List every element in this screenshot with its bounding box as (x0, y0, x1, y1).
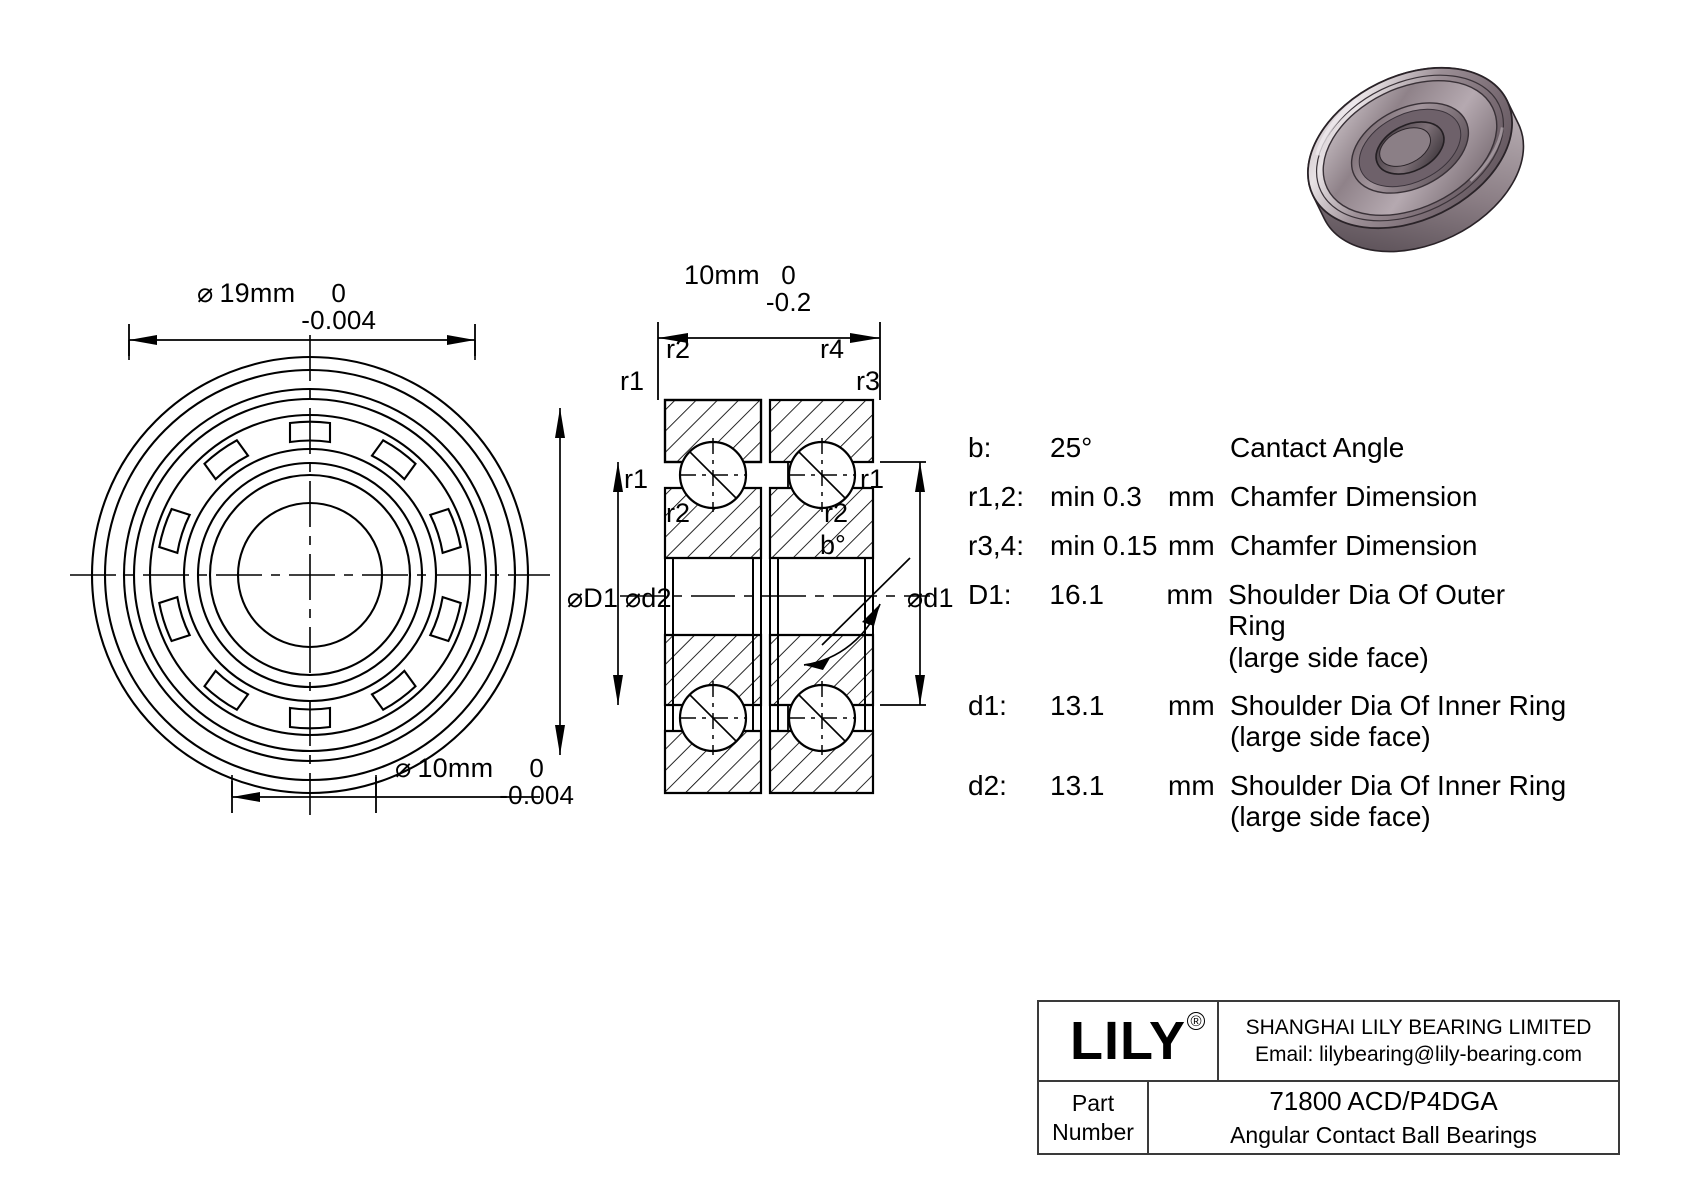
part-number-label: Part Number (1039, 1082, 1149, 1153)
chamfer-label-r3-upper-right: r3 (856, 366, 881, 396)
specification-table: b: 25° Cantact Angle r1,2: min 0.3 mm Ch… (968, 432, 1568, 850)
bore-dia-value: 10mm (417, 753, 494, 783)
chamfer-label-r1-lower-left: r1 (624, 464, 649, 494)
company-email: Email: lilybearing@lily-bearing.com (1254, 1043, 1583, 1066)
outer-dia-tol-lower: -0.004 (301, 305, 377, 336)
spec-unit: mm (1168, 690, 1215, 722)
spec-row: D1: 16.1 mm Shoulder Dia Of Outer Ring (… (968, 579, 1568, 673)
spec-description: Shoulder Dia Of Outer Ring (1228, 579, 1506, 642)
spec-unit: mm (1168, 530, 1215, 561)
dia-symbol-d1: ⌀ (906, 583, 924, 613)
contact-angle-arc (803, 557, 911, 670)
dia-symbol-d2: ⌀ (624, 583, 642, 613)
company-logo: LILY ® (1039, 1002, 1219, 1080)
registered-trademark-icon: ® (1187, 1012, 1206, 1030)
spec-description-sub: (large side face) (1230, 801, 1431, 833)
spec-row: d2: 13.1 mm Shoulder Dia Of Inner Ring (… (968, 770, 1568, 833)
front-view (70, 335, 550, 815)
spec-value: 25° (1050, 432, 1093, 463)
spec-description: Cantact Angle (1230, 432, 1405, 463)
spec-description: Shoulder Dia Of Inner Ring (1230, 690, 1567, 722)
label-d1: d1 (923, 583, 954, 613)
contact-angle-label: b° (820, 530, 846, 560)
bore-diameter-label: ⌀ 10mm 0 -0.004 (395, 753, 575, 811)
spec-description-sub: (large side face) (1230, 721, 1431, 753)
spec-row: r1,2: min 0.3 mm Chamfer Dimension (968, 481, 1568, 513)
cage-pockets (158, 420, 462, 730)
spec-value: 13.1 (1050, 690, 1105, 722)
dia-symbol-D1: ⌀ (566, 583, 584, 613)
width-dimension-line (657, 322, 881, 400)
spec-description: Chamfer Dimension (1230, 481, 1478, 512)
outer-dia-value: 19mm (219, 278, 296, 308)
inner-shoulder-dia-d2-label: ⌀d2 (594, 558, 672, 639)
spec-row: r3,4: min 0.15 mm Chamfer Dimension (968, 530, 1568, 562)
spec-description: Chamfer Dimension (1230, 530, 1478, 561)
part-label-line1: Part (1071, 1090, 1115, 1117)
chamfer-label-r1-lower-right: r1 (860, 464, 885, 494)
spec-unit: mm (1168, 769, 1215, 801)
spec-symbol: b: (968, 432, 992, 463)
bore-diameter-dimension-line (231, 775, 540, 813)
width-tol-upper: 0 (781, 260, 796, 290)
company-name: SHANGHAI LILY BEARING LIMITED (1245, 1015, 1592, 1039)
spec-value: min 0.15 (1050, 530, 1158, 561)
spec-value: 13.1 (1050, 769, 1105, 801)
label-D1: D1 (583, 583, 619, 613)
logo-text: LILY (1069, 1011, 1187, 1071)
spec-row: b: 25° Cantact Angle (968, 432, 1568, 464)
product-type: Angular Contact Ball Bearings (1230, 1121, 1537, 1148)
spec-symbol: D1: (968, 579, 1012, 610)
spec-symbol: r3,4: (968, 530, 1025, 561)
title-block: LILY ® SHANGHAI LILY BEARING LIMITED Ema… (1037, 1000, 1620, 1155)
spec-unit: mm (1166, 579, 1214, 610)
chamfer-label-r4-top: r4 (820, 334, 845, 364)
outer-dia-symbol: ⌀ (197, 278, 214, 308)
spec-symbol: r1,2: (968, 481, 1025, 512)
outer-diameter-label: ⌀ 19mm 0 -0.004 (197, 278, 377, 336)
chamfer-label-r2-inner-right: r2 (824, 498, 849, 528)
bore-dia-tol-upper: 0 (529, 753, 545, 783)
spec-symbol: d1: (968, 690, 1007, 722)
width-dimension-label: 10mm 0 -0.2 (684, 260, 812, 318)
spec-value: min 0.3 (1050, 481, 1142, 512)
spec-unit: mm (1168, 481, 1215, 512)
chamfer-label-r2-inner-left: r2 (666, 498, 691, 528)
spec-row: d1: 13.1 mm Shoulder Dia Of Inner Ring (… (968, 690, 1568, 753)
center-lines (70, 335, 550, 815)
spec-description: Shoulder Dia Of Inner Ring (1230, 769, 1567, 801)
width-value: 10mm (684, 260, 760, 290)
part-number-value: 71800 ACD/P4DGA (1269, 1086, 1498, 1117)
spec-description-sub: (large side face) (1228, 641, 1429, 673)
chamfer-label-r2-top: r2 (666, 334, 691, 364)
part-label-line2: Number (1052, 1118, 1134, 1145)
spec-value: 16.1 (1049, 579, 1104, 610)
inner-shoulder-dia-d1-label: ⌀d1 (876, 558, 954, 639)
section-view (555, 322, 930, 795)
label-d2: d2 (641, 583, 672, 613)
outer-dia-tol-upper: 0 (331, 278, 347, 308)
outer-shoulder-dia-label: ⌀D1 (536, 558, 618, 639)
d1-dimension-line (880, 461, 926, 706)
bore-dia-symbol: ⌀ (395, 753, 412, 783)
bearing-3d-render (1307, 66, 1525, 253)
chamfer-label-r1-upper-left: r1 (620, 366, 645, 396)
width-tol-lower: -0.2 (765, 287, 812, 318)
spec-symbol: d2: (968, 769, 1007, 801)
outer-diameter-dimension-line (128, 324, 476, 360)
bore-dia-tol-lower: -0.004 (499, 780, 575, 811)
